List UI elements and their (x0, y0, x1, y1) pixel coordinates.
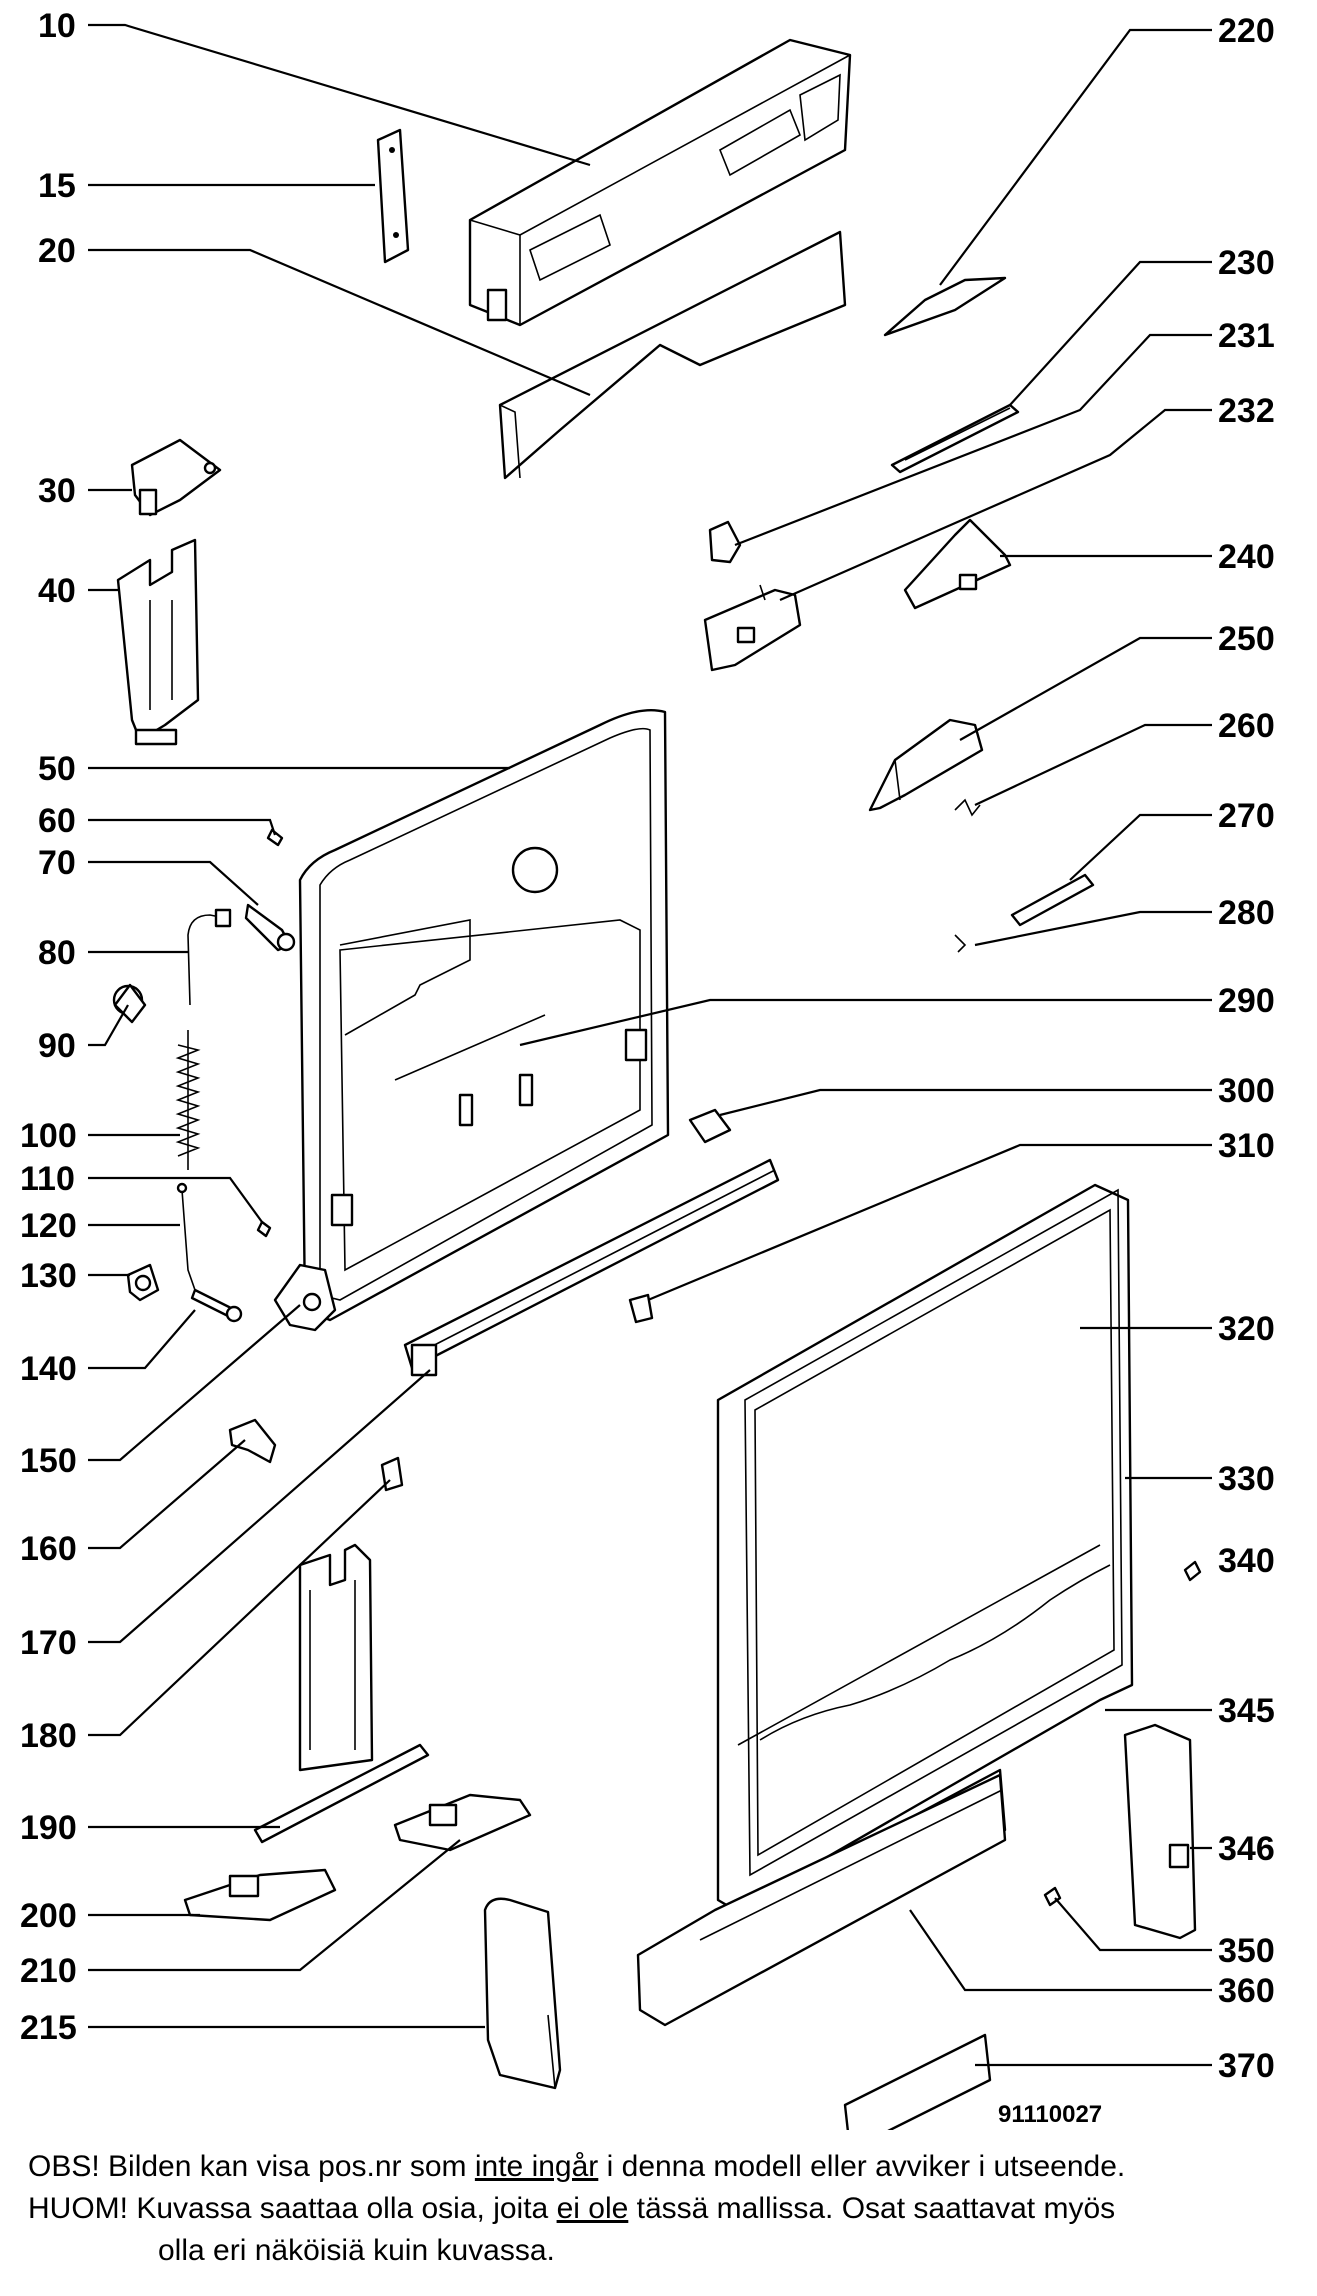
callout-260: 260 (1218, 707, 1275, 745)
note-finnish-line2: olla eri näköisiä kuin kuvassa. (158, 2234, 555, 2267)
note-finnish-emphasis: ei ole (556, 2192, 629, 2225)
callout-200: 200 (20, 1897, 77, 1935)
part-350-screw (1043, 1886, 1062, 1907)
part-160-clip (228, 1418, 277, 1464)
callout-210: 210 (20, 1952, 77, 1990)
part-210-foot (393, 1793, 532, 1852)
callout-215: 215 (20, 2009, 77, 2047)
diagram-code: 91110027 (998, 2101, 1102, 2128)
note-finnish-pre: HUOM! Kuvassa saattaa olla osia, joita (28, 2192, 557, 2225)
leader-lines (88, 23, 1212, 2067)
part-140-rod (190, 1288, 243, 1323)
part-200-foot (183, 1868, 337, 1922)
callout-330: 330 (1218, 1460, 1275, 1498)
part-10-control-panel (468, 38, 852, 327)
part-100-spring (175, 1030, 201, 1170)
part-110-screw (256, 1220, 272, 1238)
callout-370: 370 (1218, 2047, 1275, 2085)
part-215-side-cover (483, 1897, 562, 2090)
callout-350: 350 (1218, 1932, 1275, 1970)
callout-170: 170 (20, 1624, 77, 1662)
callout-346: 346 (1218, 1830, 1275, 1868)
part-60-screw (266, 828, 284, 847)
part-120-cable (176, 1182, 196, 1291)
callout-180: 180 (20, 1717, 77, 1755)
callout-130: 130 (20, 1257, 77, 1295)
callout-232: 232 (1218, 392, 1275, 430)
note-swedish: OBS! Bilden kan visa pos.nr som inte ing… (28, 2148, 1125, 2186)
callout-190: 190 (20, 1809, 77, 1847)
callout-70: 70 (38, 844, 76, 882)
callout-40: 40 (38, 572, 76, 610)
callout-150: 150 (20, 1442, 77, 1480)
part-360-kick-plate (636, 1773, 1007, 2027)
note-finnish: HUOM! Kuvassa saattaa olla osia, joita e… (28, 2190, 1115, 2228)
exploded-parts-diagram: 10 15 20 30 40 50 60 70 80 90 100 110 12… (20, 7, 1275, 2130)
callout-80: 80 (38, 934, 76, 972)
part-50-inner-door (298, 709, 670, 1322)
callout-300: 300 (1218, 1072, 1275, 1110)
part-231-clip (708, 520, 742, 564)
callout-50: 50 (38, 750, 76, 788)
part-280-pin (954, 934, 967, 953)
part-340-screw (1183, 1560, 1202, 1582)
part-240-wedge-bracket (903, 518, 1012, 610)
part-15-bracket (376, 128, 410, 264)
callout-30: 30 (38, 472, 76, 510)
callout-345: 345 (1218, 1692, 1275, 1730)
callout-231: 231 (1218, 317, 1275, 355)
callout-labels: 10 15 20 30 40 50 60 70 80 90 100 110 12… (20, 7, 1275, 2128)
callout-110: 110 (20, 1160, 75, 1198)
callout-100: 100 (20, 1117, 77, 1155)
callout-15: 15 (38, 167, 76, 205)
part-370-strip (843, 2033, 992, 2130)
part-20-panel-strip (498, 230, 847, 480)
part-270-slide (1010, 873, 1095, 927)
part-346-side-cover (1123, 1723, 1197, 1940)
part-220-wedge (883, 276, 1007, 337)
callout-220: 220 (1218, 12, 1275, 50)
callout-340: 340 (1218, 1542, 1275, 1580)
callout-320: 320 (1218, 1310, 1275, 1348)
callout-60: 60 (38, 802, 76, 840)
part-190-stand (253, 1543, 430, 1844)
note-swedish-emphasis: inte ingår (474, 2150, 599, 2183)
callout-360: 360 (1218, 1972, 1275, 2010)
callout-10: 10 (38, 7, 76, 45)
part-80-cable (187, 908, 232, 1006)
callout-120: 120 (20, 1207, 77, 1245)
callout-280: 280 (1218, 894, 1275, 932)
callout-250: 250 (1218, 620, 1275, 658)
callout-20: 20 (38, 232, 76, 270)
part-130-pulley (126, 1263, 160, 1302)
note-finnish-post: tässä mallissa. Osat saattavat myös (628, 2192, 1116, 2225)
part-310-hook (628, 1293, 654, 1324)
part-150-hinge (273, 1263, 337, 1332)
note-swedish-post: i denna modell eller avviker i utseende. (598, 2150, 1126, 2183)
part-250-housing (868, 718, 984, 812)
callout-230: 230 (1218, 244, 1275, 282)
part-40-hinge-bracket (116, 538, 200, 746)
part-30-latch (130, 438, 222, 517)
callout-240: 240 (1218, 538, 1275, 576)
callout-310: 310 (1218, 1127, 1275, 1165)
part-260-clip (954, 798, 981, 817)
callout-160: 160 (20, 1530, 77, 1568)
callout-90: 90 (38, 1027, 76, 1065)
part-300-block (688, 1108, 732, 1144)
note-swedish-pre: OBS! Bilden kan visa pos.nr som (28, 2150, 475, 2183)
part-70-bolt (244, 903, 296, 952)
part-232-lock (703, 584, 802, 672)
part-90-wheel (112, 983, 147, 1024)
callout-270: 270 (1218, 797, 1275, 835)
part-230-strip (890, 403, 1020, 474)
callout-140: 140 (20, 1350, 77, 1388)
callout-290: 290 (1218, 982, 1275, 1020)
